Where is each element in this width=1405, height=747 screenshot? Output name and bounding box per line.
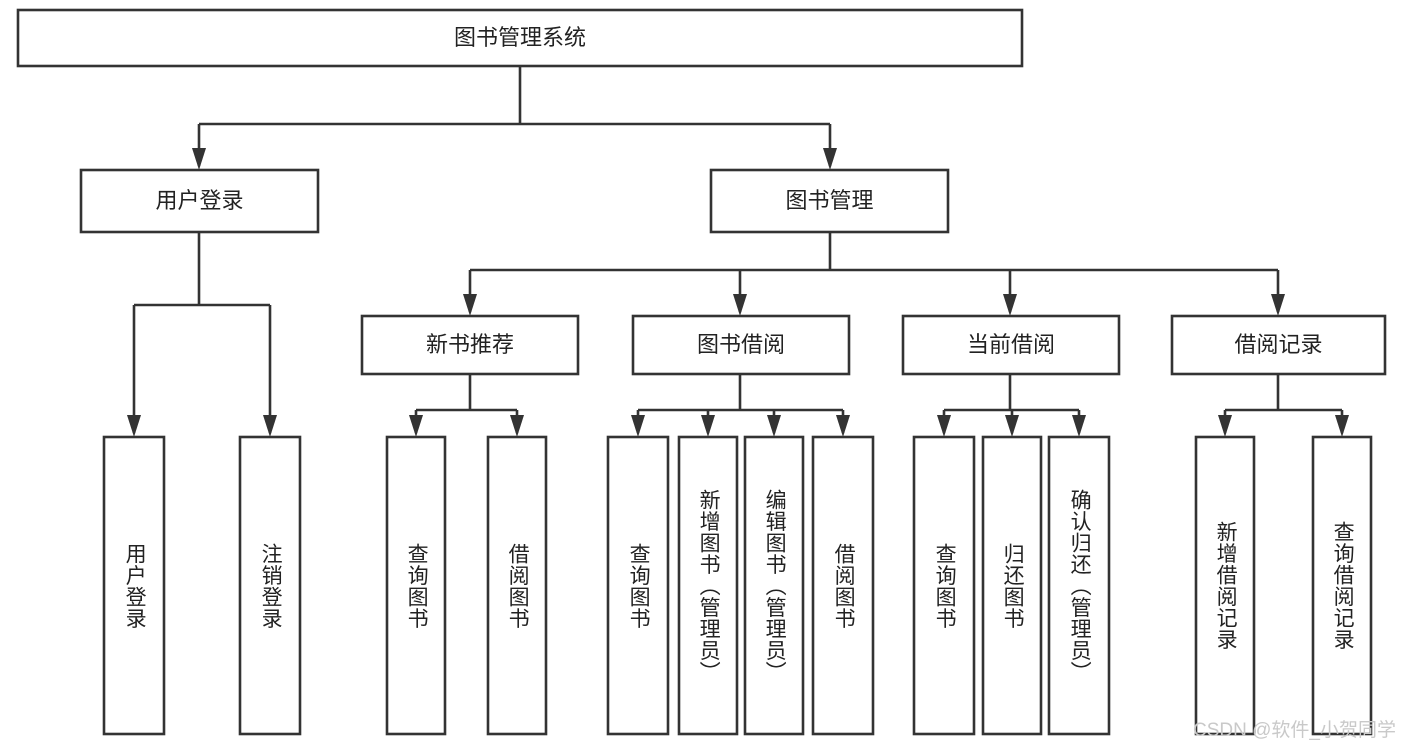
arrow-to-leaf-b-borrow [836,415,850,437]
root-node-label-0: 图书管理系统 [454,25,586,50]
leaf-node-box-12[interactable] [1311,435,1373,736]
leaf-node-box-0[interactable] [102,435,166,736]
leaf-node-box-11[interactable] [1194,435,1256,736]
level2-node-label-1: 图书借阅 [697,332,785,357]
level2-node-box-0[interactable] [360,314,580,376]
level1-node-label-1: 图书管理 [785,188,873,213]
arrow-to-leaf-b-add [701,415,715,437]
arrow-to-leaf-user-login [127,415,141,437]
arrow-to-book-borrow [733,294,747,316]
leaf-node-box-2[interactable] [385,435,447,736]
arrow-to-book-mgmt-box [823,148,837,170]
arrow-to-leaf-r-query [1335,415,1349,437]
level2-node-box-1[interactable] [631,314,851,376]
leaf-node-box-8[interactable] [912,435,976,736]
level2-node-box-3[interactable] [1170,314,1387,376]
arrow-to-leaf-c-return [1005,415,1019,437]
level2-node-label-3: 借阅记录 [1234,332,1322,357]
leaf-node-box-9[interactable] [981,435,1043,736]
arrow-to-leaf-b-edit [767,415,781,437]
level1-node-box-0[interactable] [79,168,320,234]
connectors-layer [132,66,1344,433]
arrow-to-borrow-record [1271,294,1285,316]
level2-node-label-2: 当前借阅 [967,332,1055,357]
root-node-box-0[interactable] [16,8,1024,68]
arrow-to-user-login-box [192,148,206,170]
arrow-to-current-borrow [1003,294,1017,316]
arrow-to-leaf-logout [263,415,277,437]
arrow-to-leaf-new-borrow [510,415,524,437]
level1-node-label-0: 用户登录 [155,188,243,213]
level1-node-box-1[interactable] [709,168,950,234]
arrow-to-leaf-c-confirm [1072,415,1086,437]
leaf-node-box-7[interactable] [811,435,875,736]
leaf-node-box-10[interactable] [1047,435,1111,736]
arrowheads-layer [127,148,1349,437]
node-boxes-layer [16,8,1387,736]
arrow-to-leaf-r-add [1218,415,1232,437]
arrow-to-leaf-c-query [937,415,951,437]
leaf-node-box-1[interactable] [238,435,302,736]
arrow-to-new-book [463,294,477,316]
arrow-to-leaf-b-query [631,415,645,437]
leaf-node-box-6[interactable] [743,435,805,736]
arrow-to-leaf-new-query [409,415,423,437]
level2-node-box-2[interactable] [901,314,1121,376]
leaf-node-box-3[interactable] [486,435,548,736]
leaf-node-box-5[interactable] [677,435,739,736]
leaf-node-box-4[interactable] [606,435,670,736]
level2-node-label-0: 新书推荐 [426,332,514,357]
